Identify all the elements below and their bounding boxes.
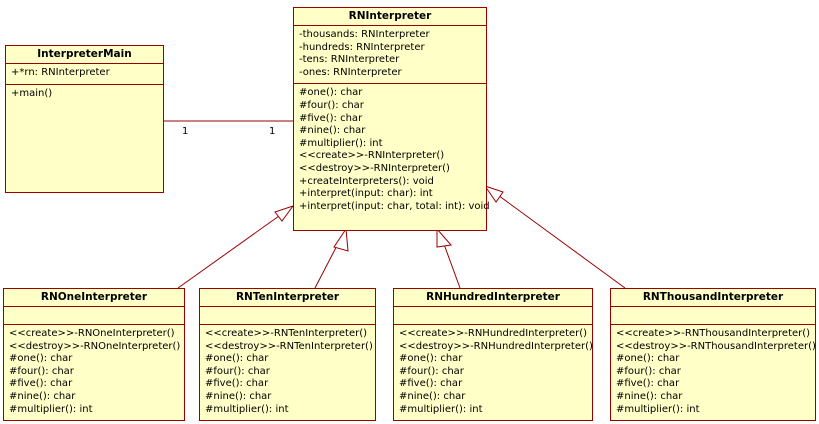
generalization-line-thousand xyxy=(490,189,626,289)
multiplicity-label-interpreter: 1 xyxy=(269,126,276,137)
class-name: RNThousandInterpreter xyxy=(611,289,815,307)
operation-row: #four(): char xyxy=(9,365,74,377)
operation-row: <<create>>-RNOneInterpreter() xyxy=(9,328,175,339)
operation-row: #five(): char xyxy=(399,378,463,390)
operation-row: #five(): char xyxy=(9,378,73,390)
class-rn-thousand-interpreter[interactable]: RNThousandInterpreter <<create>>-RNThous… xyxy=(610,288,816,421)
attributes-section: -thousands: RNInterpreter-hundreds: RNIn… xyxy=(294,26,486,85)
class-rn-ten-interpreter[interactable]: RNTenInterpreter <<create>>-RNTenInterpr… xyxy=(199,288,376,421)
class-rn-interpreter[interactable]: RNInterpreter -thousands: RNInterpreter-… xyxy=(293,7,490,231)
operation-row: #four(): char xyxy=(205,365,270,377)
operation-row: <<create>>-RNInterpreter() xyxy=(299,150,445,162)
operation-row: #nine(): char xyxy=(205,390,272,402)
operation-row: #five(): char xyxy=(616,378,680,390)
operation-row: #multiplier(): int xyxy=(399,403,483,415)
operations-section: <<create>>-RNOneInterpreter()<<destroy>>… xyxy=(4,325,184,420)
generalization-arrowhead-hundred xyxy=(436,227,452,248)
operations-section: +main() xyxy=(6,85,163,105)
operation-row: #four(): char xyxy=(616,365,681,377)
generalization-arrowhead-one xyxy=(274,205,295,222)
attributes-section: +*rn: RNInterpreter xyxy=(6,64,163,85)
generalization-arrowhead-thousand xyxy=(483,185,504,203)
attributes-section xyxy=(4,307,184,325)
attribute-row: -ones: RNInterpreter xyxy=(299,66,402,78)
class-name: InterpreterMain xyxy=(6,46,163,64)
operation-row: #five(): char xyxy=(299,112,363,124)
class-name: RNTenInterpreter xyxy=(200,289,375,307)
operations-section: <<create>>-RNHundredInterpreter()<<destr… xyxy=(394,325,593,420)
attributes-section xyxy=(394,307,592,325)
operation-row: <<create>>-RNHundredInterpreter() xyxy=(399,328,588,339)
operation-row: #nine(): char xyxy=(299,125,366,137)
attributes-section xyxy=(611,307,815,325)
operation-row: <<destroy>>-RNThousandInterpreter() xyxy=(616,340,816,352)
class-name: RNHundredInterpreter xyxy=(394,289,592,307)
class-rn-one-interpreter[interactable]: RNOneInterpreter <<create>>-RNOneInterpr… xyxy=(3,288,185,421)
operation-row: +interpret(input: char): int xyxy=(299,188,433,200)
operation-row: +interpret(input: char, total: int): voi… xyxy=(299,200,490,212)
operation-row: #one(): char xyxy=(9,353,73,365)
attributes-section xyxy=(200,307,375,325)
operation-row: <<destroy>>-RNHundredInterpreter() xyxy=(399,340,593,352)
operations-section: <<create>>-RNThousandInterpreter()<<dest… xyxy=(611,325,816,420)
attribute-row: -hundreds: RNInterpreter xyxy=(299,41,425,53)
operation-row: #four(): char xyxy=(299,99,364,111)
operation-row: #nine(): char xyxy=(9,390,76,402)
operation-row: <<create>>-RNThousandInterpreter() xyxy=(616,328,811,339)
operation-row: #nine(): char xyxy=(616,390,683,402)
operation-row: #nine(): char xyxy=(399,390,466,402)
class-rn-hundred-interpreter[interactable]: RNHundredInterpreter <<create>>-RNHundre… xyxy=(393,288,593,421)
generalization-line-one xyxy=(177,210,287,289)
class-name: RNInterpreter xyxy=(294,8,486,26)
class-interpreter-main[interactable]: InterpreterMain +*rn: RNInterpreter +mai… xyxy=(5,45,164,193)
operation-row: #multiplier(): int xyxy=(9,403,93,415)
attribute-row: -thousands: RNInterpreter xyxy=(299,29,430,40)
operation-row: #multiplier(): int xyxy=(616,403,700,415)
attribute-row: +*rn: RNInterpreter xyxy=(11,67,110,78)
operation-row: +createInterpreters(): void xyxy=(299,175,434,187)
operations-section: <<create>>-RNTenInterpreter()<<destroy>>… xyxy=(200,325,375,420)
generalization-arrowhead-ten xyxy=(333,227,349,252)
operation-row: <<destroy>>-RNOneInterpreter() xyxy=(9,340,181,352)
operation-row: #multiplier(): int xyxy=(299,137,383,149)
attribute-row: -tens: RNInterpreter xyxy=(299,54,400,66)
operation-row: #five(): char xyxy=(205,378,269,390)
operation-row: #four(): char xyxy=(399,365,464,377)
operation-row: <<destroy>>-RNInterpreter() xyxy=(299,162,450,174)
class-name: RNOneInterpreter xyxy=(4,289,184,307)
operation-row: #multiplier(): int xyxy=(205,403,289,415)
operation-row: #one(): char xyxy=(616,353,680,365)
operation-row: +main() xyxy=(11,87,53,99)
operations-section: #one(): char#four(): char#five(): char#n… xyxy=(294,84,490,217)
operation-row: <<destroy>>-RNTenInterpreter() xyxy=(205,340,373,352)
operation-row: <<create>>-RNTenInterpreter() xyxy=(205,328,368,339)
multiplicity-label-main: 1 xyxy=(182,126,189,137)
operation-row: #one(): char xyxy=(205,353,269,365)
operation-row: #one(): char xyxy=(299,87,363,99)
operation-row: #one(): char xyxy=(399,353,463,365)
